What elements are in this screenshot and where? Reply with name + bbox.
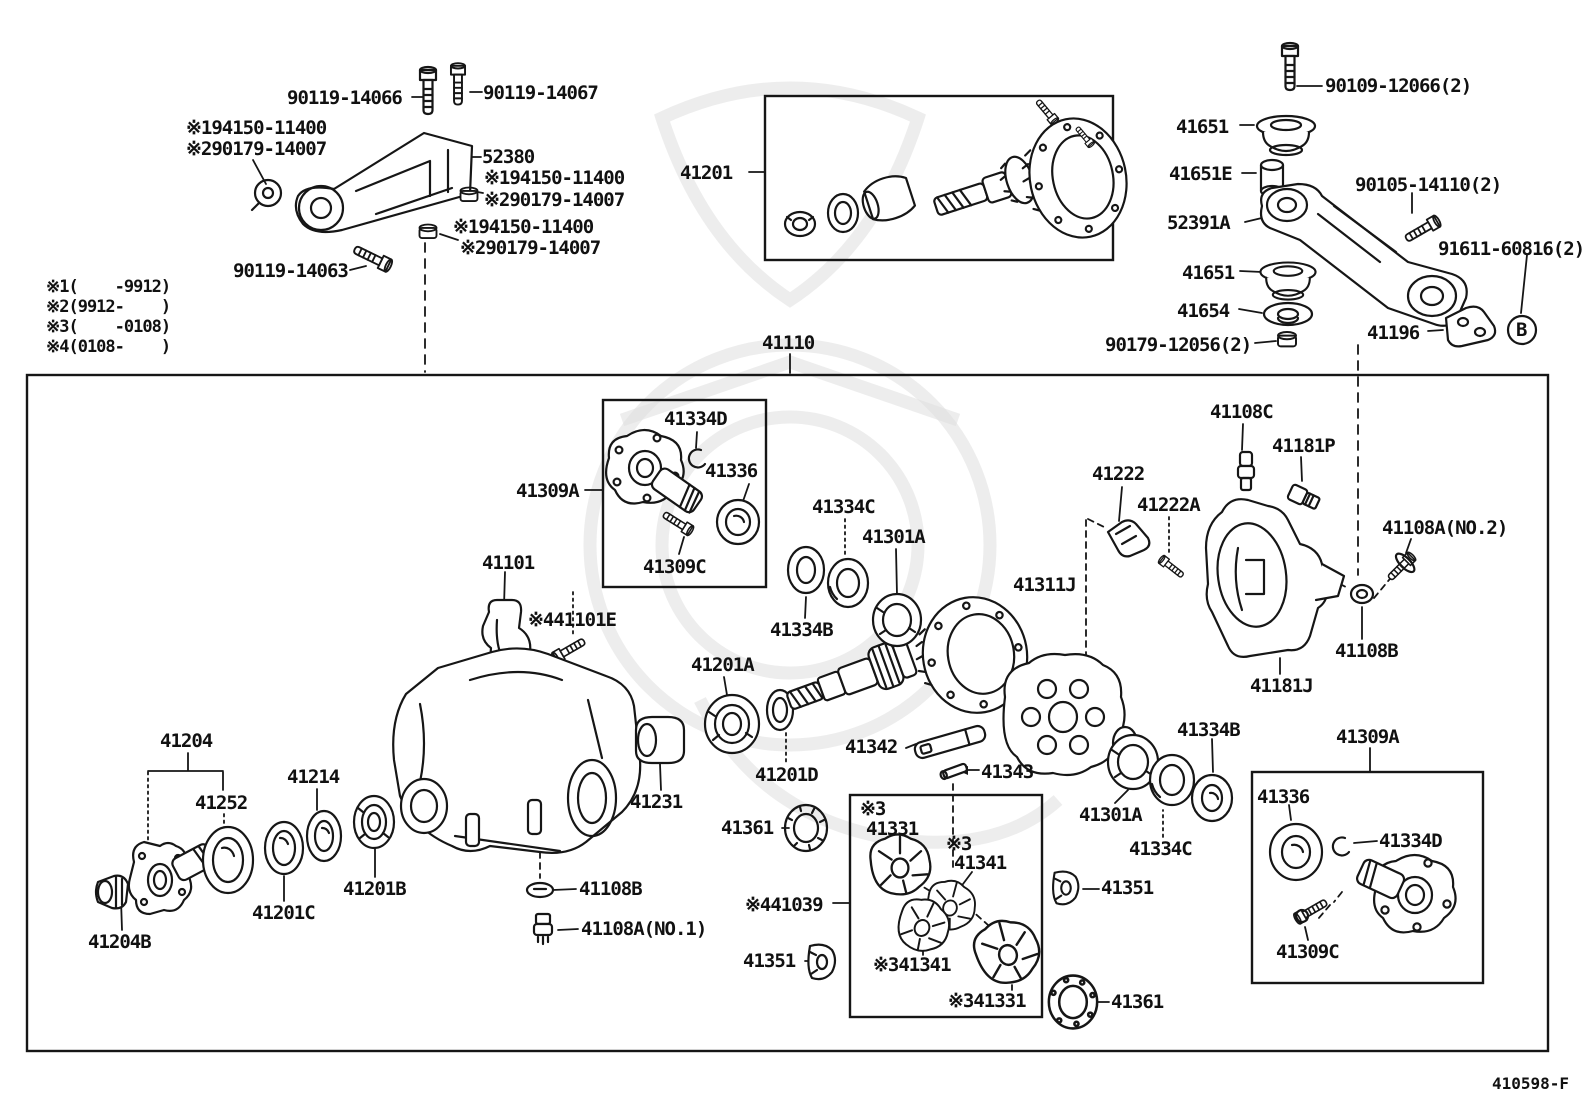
callout-41108b-bottom: 41108B: [579, 878, 643, 900]
callout-41201a: 41201A: [691, 654, 755, 676]
frame-41039-gear-kit: [848, 793, 1044, 1019]
callout-41108c: 41108C: [1210, 401, 1274, 423]
callout-90105-14110: 90105-14110(2): [1355, 174, 1502, 196]
callout-52380: 52380: [482, 146, 535, 168]
callout-41108a-no2: 41108A(NO.2): [1382, 517, 1508, 539]
sketch-41309a-bottom-kit: [1268, 822, 1457, 934]
frame-main-41110: [25, 373, 1550, 1053]
callout-41309c-bottom: 41309C: [1276, 941, 1340, 963]
callout-41309a-top: 41309A: [516, 480, 580, 502]
callout-41222: 41222: [1092, 463, 1145, 485]
callout-341331: ※341331: [948, 990, 1027, 1012]
callout-41331: 41331: [866, 818, 919, 840]
callout-41108a-no1: 41108A(NO.1): [581, 918, 707, 940]
callout-194150-c: ※194150-11400: [453, 216, 594, 238]
sketch-41309a-top-kit: [604, 428, 761, 546]
callout-41108b-right: 41108B: [1335, 640, 1399, 662]
callout-41181p: 41181P: [1272, 435, 1336, 457]
frames: [25, 94, 1550, 1053]
callout-41201b: 41201B: [343, 878, 407, 900]
callout-290179-b: ※290179-14007: [484, 189, 625, 211]
callout-290179-c: ※290179-14007: [460, 237, 601, 259]
callout-41201: 41201: [680, 162, 733, 184]
callout-91611-60816: 91611-60816(2): [1438, 238, 1585, 260]
callout-41334d-top: 41334D: [664, 408, 728, 430]
legend-note-3: ※3( -0108): [46, 317, 171, 337]
callout-90179-12056: 90179-12056(2): [1105, 334, 1252, 356]
callout-41309c-top: 41309C: [643, 556, 707, 578]
callout-41334c-bottom: 41334C: [1129, 838, 1193, 860]
leader-lines: [120, 85, 1528, 1003]
callout-41334b-top: 41334B: [770, 619, 834, 641]
callout-41201d: 41201D: [755, 764, 819, 786]
callout-41301a-bottom: 41301A: [1079, 804, 1143, 826]
callout-41334c-top: 41334C: [812, 496, 876, 518]
callout-41341: 41341: [954, 852, 1007, 874]
callout-41651-a: 41651: [1176, 116, 1229, 138]
callout-441101e: ※441101E: [528, 609, 617, 631]
callout-note3-b: ※3: [946, 833, 972, 855]
callout-41361-right: 41361: [1111, 991, 1164, 1013]
sketch-41201-pinion-kit: [783, 97, 1128, 239]
callout-41252: 41252: [195, 792, 248, 814]
callout-41334b-bottom: 41334B: [1177, 719, 1241, 741]
sketch-41204-flange-set: [94, 794, 396, 916]
callout-41334d-bottom: 41334D: [1379, 830, 1443, 852]
callout-290179-a: ※290179-14007: [186, 138, 327, 160]
callout-90119-14067: 90119-14067: [483, 82, 599, 104]
callout-41343: 41343: [981, 761, 1034, 783]
callout-41204b: 41204B: [88, 931, 152, 953]
callout-341341: ※341341: [873, 954, 952, 976]
callout-52391a: 52391A: [1167, 212, 1231, 234]
callout-41101: 41101: [482, 552, 535, 574]
callout-41222a: 41222A: [1137, 494, 1201, 516]
callout-441039: ※441039: [745, 894, 824, 916]
sketch-pinion-and-ring-gear: [634, 545, 1234, 823]
sketch-41101-carrier: [392, 598, 642, 854]
callout-41651e: 41651E: [1169, 163, 1233, 185]
callout-41110: 41110: [762, 332, 815, 354]
sketch-drain-plug: [525, 881, 555, 946]
callout-90119-14063: 90119-14063: [233, 260, 349, 282]
sketch-52380-bracket: [250, 62, 479, 274]
callout-41654: 41654: [1177, 300, 1230, 322]
sketch-41181j-cover: [1106, 450, 1418, 658]
legend-note-1: ※1( -9912): [46, 277, 171, 297]
callout-41214: 41214: [287, 766, 340, 788]
frame-41309a-top: [601, 398, 768, 589]
callout-41301a-top: 41301A: [862, 526, 926, 548]
callout-90109-12066: 90109-12066(2): [1325, 75, 1472, 97]
callout-194150-a: ※194150-11400: [186, 117, 327, 139]
sketch-52391a-support: [1255, 41, 1538, 348]
legend-note-2: ※2(9912- ): [46, 297, 171, 317]
sketch-41039-gear-kit: [783, 803, 1099, 1030]
callout-41361-left: 41361: [721, 817, 774, 839]
callout-note3-a: ※3: [860, 798, 886, 820]
callout-194150-b: ※194150-11400: [484, 167, 625, 189]
callout-41336-bottom: 41336: [1257, 786, 1310, 808]
callout-41311j: 41311J: [1013, 574, 1077, 596]
diagram-code: 410598-F: [1492, 1074, 1570, 1093]
view-b-circle: [1506, 314, 1538, 346]
view-b-label: B: [1516, 319, 1527, 341]
callout-41309a-bottom: 41309A: [1336, 726, 1400, 748]
callout-41342: 41342: [845, 736, 898, 758]
callout-41351-right: 41351: [1101, 877, 1154, 899]
callout-41336-top: 41336: [705, 460, 758, 482]
callout-41231: 41231: [630, 791, 683, 813]
callout-41651-b: 41651: [1182, 262, 1235, 284]
legend-note-4: ※4(0108- ): [46, 337, 171, 357]
callout-41204: 41204: [160, 730, 213, 752]
callout-41351-left: 41351: [743, 950, 796, 972]
frame-41309a-bottom: [1250, 770, 1485, 985]
callout-41181j: 41181J: [1250, 675, 1314, 697]
callout-41196: 41196: [1367, 322, 1420, 344]
callout-41201c: 41201C: [252, 902, 316, 924]
callout-90119-14066: 90119-14066: [287, 87, 403, 109]
